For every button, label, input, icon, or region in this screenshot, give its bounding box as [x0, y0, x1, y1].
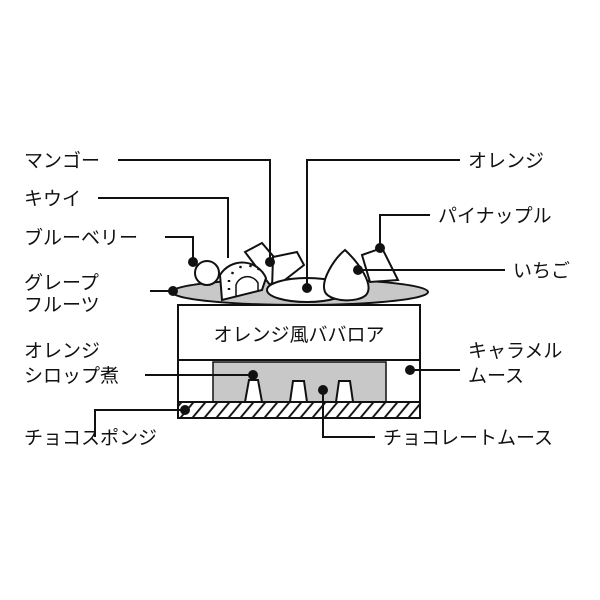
label-kiwi: キウイ	[24, 188, 81, 210]
label-strawberry: いちご	[513, 260, 570, 282]
choco-sponge-layer	[177, 401, 421, 419]
leader-dots	[168, 243, 415, 415]
cake-body	[177, 304, 421, 419]
label-orange: オレンジ	[468, 150, 544, 172]
syrup-orange-piece	[243, 379, 264, 403]
leader-lines	[94, 159, 505, 438]
label-mango: マンゴー	[24, 150, 100, 172]
label-syrup-2: シロップ煮	[24, 365, 119, 387]
label-choco-mousse: チョコレートムース	[383, 427, 553, 449]
syrup-orange-piece	[334, 380, 355, 403]
syrup-orange-piece	[288, 380, 309, 403]
bavarois-label: オレンジ風ババロア	[213, 324, 384, 346]
label-pineapple: パイナップル	[438, 205, 552, 227]
bavarois-layer	[177, 304, 421, 361]
kiwi	[218, 261, 268, 302]
label-blueberry: ブルーベリー	[24, 226, 138, 249]
blueberry	[194, 260, 220, 286]
label-caramel-2: ムース	[468, 365, 524, 387]
kiwi-seeds	[227, 264, 261, 290]
pineapple	[360, 246, 400, 284]
label-caramel-1: キャラメル	[468, 340, 562, 362]
strawberry	[323, 248, 370, 302]
label-sponge: チョコスポンジ	[24, 427, 157, 449]
kiwi-core	[235, 275, 259, 297]
label-syrup-1: オレンジ	[24, 340, 100, 362]
label-grapefruit-1: グレープ	[24, 272, 99, 294]
fruit-topping	[171, 241, 429, 306]
label-grapefruit-2: フルーツ	[24, 294, 100, 316]
